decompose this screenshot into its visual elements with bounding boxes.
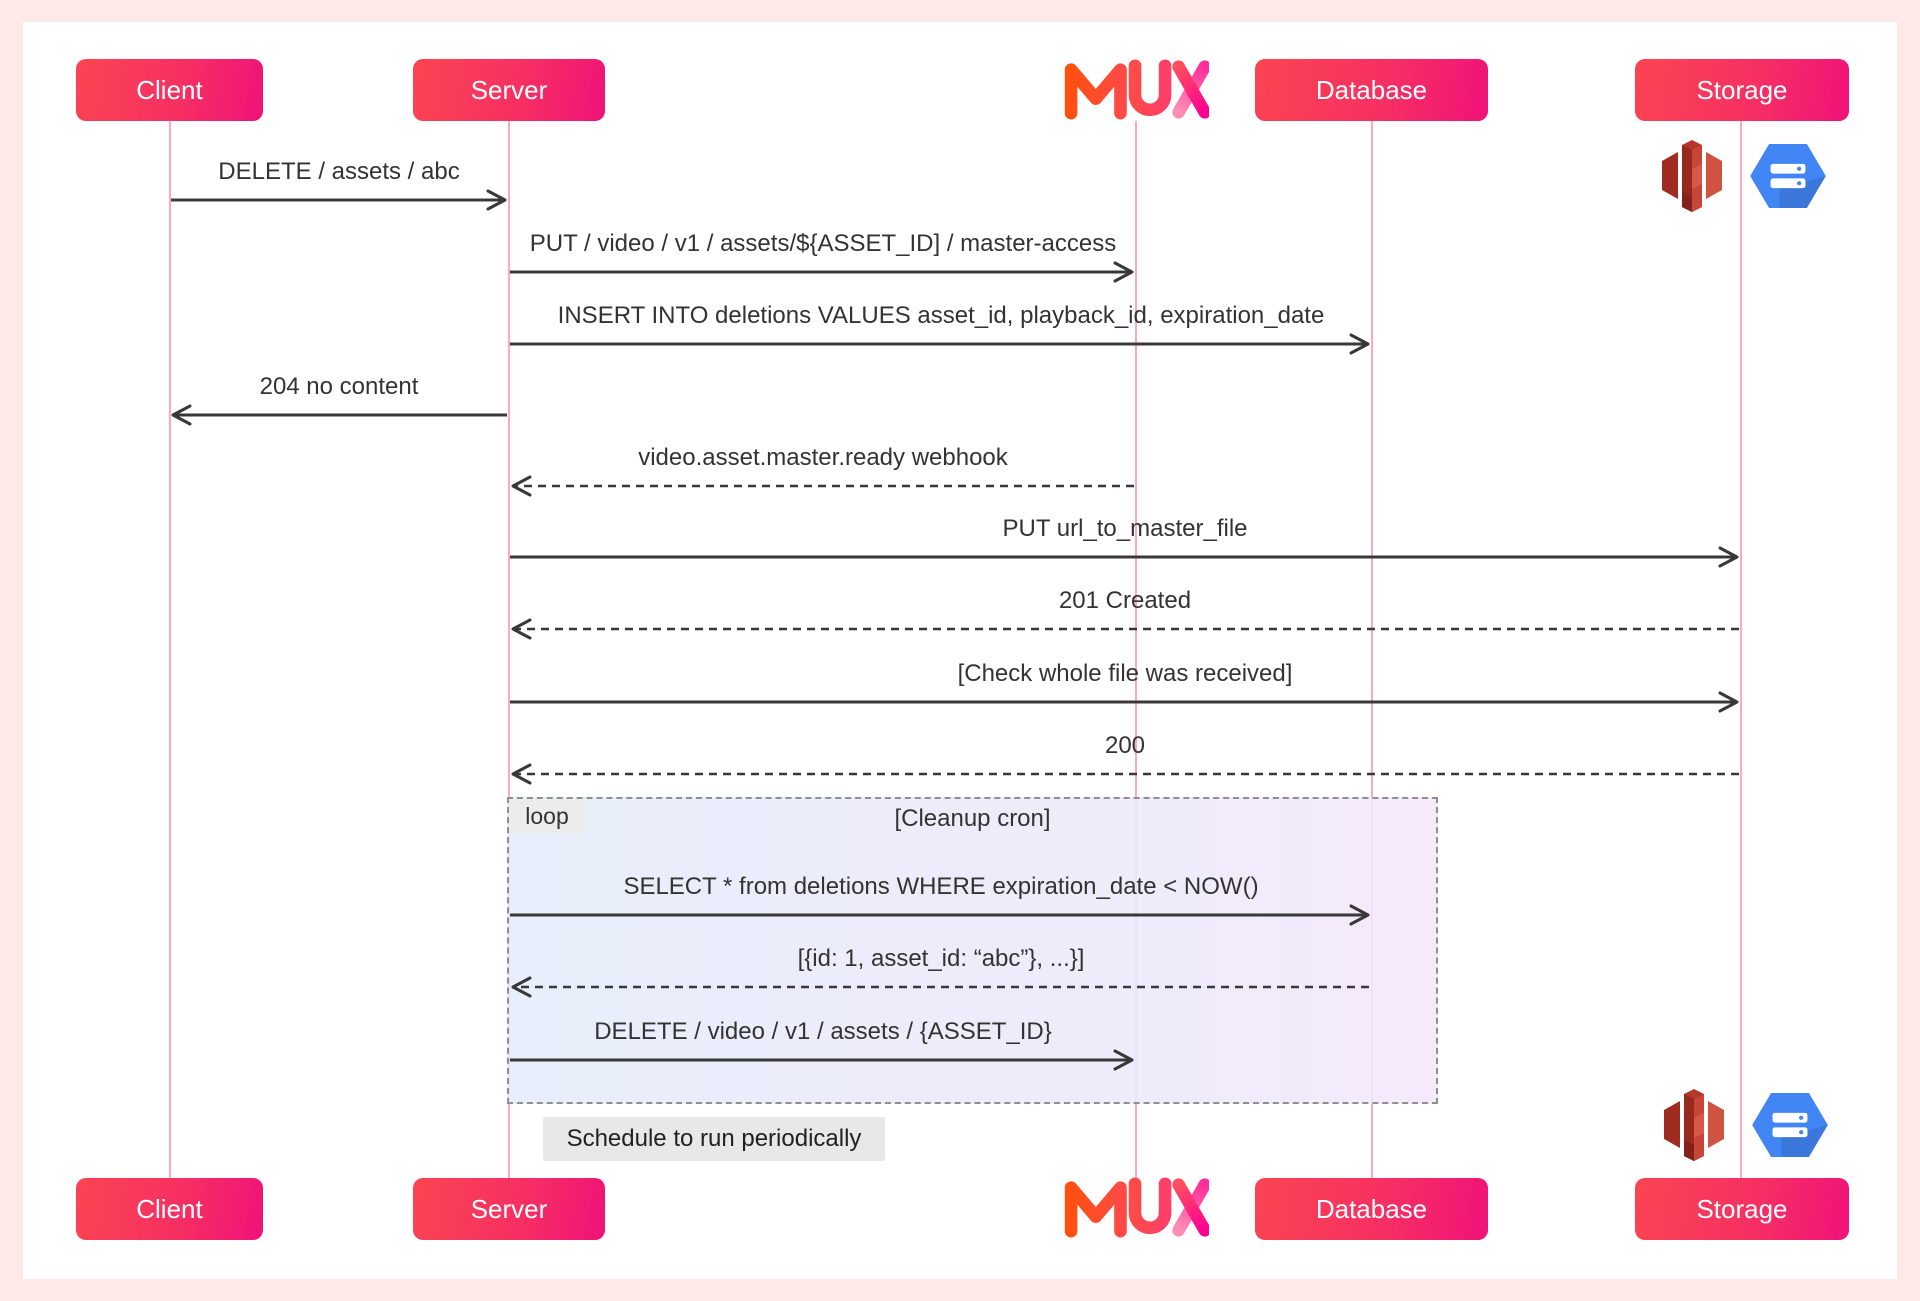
lifeline-storage [1740,121,1742,1179]
actor-label: Client [136,74,203,105]
lifeline-client [169,121,171,1179]
actor-box-client-bottom: Client [76,1178,263,1240]
loop-block: loop [Cleanup cron] [507,797,1438,1104]
actor-label: Database [1315,1193,1428,1224]
actor-box-storage-bottom: Storage [1635,1178,1849,1240]
note-schedule: Schedule to run periodically [543,1117,885,1161]
actor-label: Database [1315,74,1428,105]
lifeline-database [1371,121,1373,1179]
actor-label: Server [470,1193,548,1224]
aws-s3-icon [1658,139,1726,218]
aws-s3-icon [1660,1088,1728,1167]
loop-title: [Cleanup cron] [894,805,1051,832]
lifeline-server [508,121,510,1179]
actor-box-client-top: Client [76,59,263,121]
message-label: [{id: 1, asset_id: “abc”}, ...}] [797,945,1085,972]
message-label: 200 [1104,732,1146,759]
actor-box-database-bottom: Database [1255,1178,1488,1240]
message-arrows-layer [171,189,1739,1071]
actor-box-server-bottom: Server [413,1178,605,1240]
actor-label: Server [470,74,548,105]
message-label: [Check whole file was received] [957,660,1293,687]
message-label: INSERT INTO deletions VALUES asset_id, p… [557,302,1325,329]
message-label: DELETE / video / v1 / assets / {ASSET_ID… [594,1018,1052,1045]
loop-tag: loop [509,799,585,833]
message-label: PUT url_to_master_file [1002,515,1248,542]
actor-label: Storage [1696,1193,1788,1224]
message-label: 204 no content [259,373,419,400]
actor-box-storage-top: Storage [1635,59,1849,121]
diagram-canvas: loop [Cleanup cron] [23,22,1897,1279]
google-cloud-storage-icon [1752,1093,1828,1162]
actor-box-database-top: Database [1255,59,1488,121]
message-label: video.asset.master.ready webhook [638,444,1008,471]
message-label: SELECT * from deletions WHERE expiration… [623,873,1259,900]
actor-label: Storage [1696,74,1788,105]
message-label: 201 Created [1058,587,1192,614]
message-label: PUT / video / v1 / assets/${ASSET_ID] / … [529,230,1117,257]
mux-logo-top [1063,58,1212,120]
lifeline-mux [1135,121,1137,1179]
google-cloud-storage-icon [1750,144,1826,213]
actor-label: Client [136,1193,203,1224]
actor-box-server-top: Server [413,59,605,121]
message-label: DELETE / assets / abc [218,158,460,185]
mux-logo-bottom [1063,1176,1212,1238]
